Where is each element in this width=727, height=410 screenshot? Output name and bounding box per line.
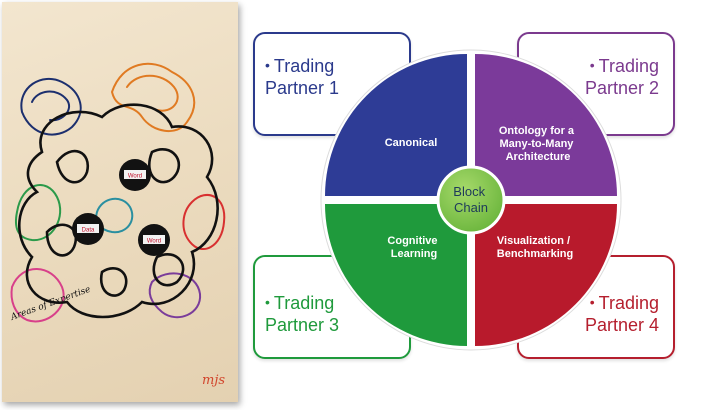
sketch-photo: Word Data Word Areas of Expertise mjs [2, 2, 238, 402]
scribble-navy [20, 77, 82, 136]
sketch-node-right-label: Word [147, 239, 161, 245]
quadrant-cognitive-text: Cognitive Learning [387, 235, 440, 260]
quadrant-canonical-text: Canonical [385, 137, 438, 149]
center-block-chain [436, 165, 506, 235]
quadrant-canonical [325, 54, 467, 196]
quadrant-ontology-text: Ontology for a Many-to-Many Architecture [499, 125, 577, 163]
scribble-green [14, 184, 62, 242]
scribble-pink [10, 268, 65, 323]
sketch-drawing: Word Data Word Areas of Expertise mjs [9, 62, 226, 388]
scribble-black [18, 103, 219, 319]
center-block-chain-text: Block Chain [453, 184, 488, 215]
quadrant-ontology [475, 54, 617, 196]
quadrant-visualization-text: Visualization / Benchmarking [497, 235, 573, 260]
sketch-node-left-label: Data [82, 228, 95, 234]
sketch-signature: mjs [202, 373, 225, 388]
quadrant-visualization [475, 204, 617, 346]
scribble-orange [110, 62, 196, 132]
quadrant-cognitive-learning [325, 204, 467, 346]
scribble-red [182, 193, 226, 251]
scribble-purple [148, 272, 202, 319]
quadrant-circle: Canonical Ontology for a Many-to-Many Ar… [320, 49, 622, 351]
sketch-node-top-label: Word [128, 174, 142, 180]
